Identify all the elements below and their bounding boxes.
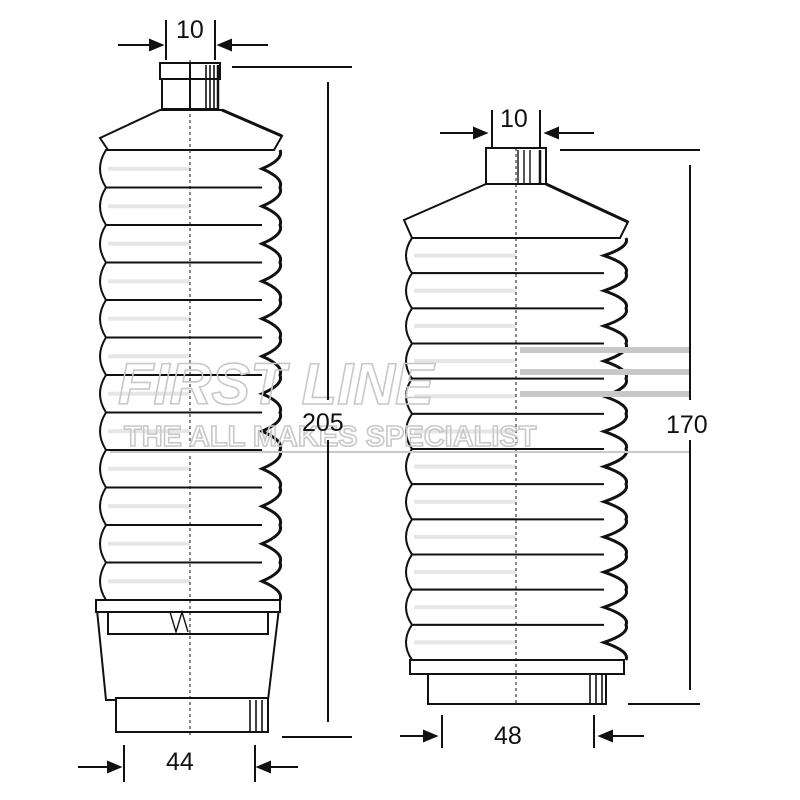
- pleat-stripe: [414, 499, 516, 504]
- pleat-stripe: [414, 359, 516, 364]
- right-height-label: 170: [666, 411, 708, 439]
- watermark: FIRST LINE THE ALL MAKES SPECIALIST: [110, 347, 690, 454]
- pleat-stripe: [108, 204, 190, 209]
- pleat-stripe: [414, 640, 516, 645]
- pleat-stripe: [108, 316, 190, 321]
- pleat-stripe: [414, 464, 516, 469]
- pleat-stripe: [108, 166, 190, 171]
- pleat-stripe: [108, 429, 190, 434]
- right-height-dimension: [560, 149, 700, 705]
- pleat-stripe: [414, 570, 516, 575]
- pleat-stripe: [108, 279, 190, 284]
- pleat-stripe: [414, 288, 516, 293]
- left-bottom-width-dimension: [78, 745, 298, 782]
- pleat-stripe: [108, 354, 190, 359]
- watermark-tagline: THE ALL MAKES SPECIALIST: [124, 421, 537, 453]
- pleat-stripe: [414, 605, 516, 610]
- right-bottom-width-label: 48: [494, 722, 522, 750]
- pleat-stripe: [414, 323, 516, 328]
- pleat-stripe: [108, 504, 190, 509]
- pleat-stripe: [108, 541, 190, 546]
- right-boot-pleats: [405, 237, 604, 661]
- pleat-stripe: [414, 429, 516, 434]
- pleat-stripe: [414, 253, 516, 258]
- pleat-stripe: [414, 394, 516, 399]
- left-boot: [94, 60, 284, 735]
- pleat-stripe: [108, 241, 190, 246]
- left-height-dimension: [232, 66, 352, 738]
- left-bottom-width-label: 44: [166, 748, 194, 776]
- watermark-brand: FIRST LINE: [118, 352, 436, 417]
- left-height-label: 205: [302, 409, 344, 437]
- pleat-stripe: [108, 466, 190, 471]
- left-boot-base: [94, 599, 282, 733]
- left-boot-pleats: [99, 149, 262, 601]
- watermark-stripes-icon: [110, 347, 690, 453]
- left-top-width-label: 10: [176, 16, 204, 44]
- pleat-stripe: [108, 391, 190, 396]
- left-boot-profile: [258, 149, 283, 601]
- right-top-width-dimension: [440, 110, 594, 148]
- pleat-stripe: [108, 579, 190, 584]
- left-boot-shoulder: [98, 109, 284, 151]
- right-bottom-width-dimension: [400, 715, 644, 748]
- left-top-width-dimension: [118, 20, 268, 60]
- right-boot-profile: [599, 237, 629, 661]
- right-boot: [402, 147, 630, 706]
- right-top-width-label: 10: [500, 105, 528, 133]
- pleat-stripe: [414, 534, 516, 539]
- right-boot-base: [409, 659, 625, 705]
